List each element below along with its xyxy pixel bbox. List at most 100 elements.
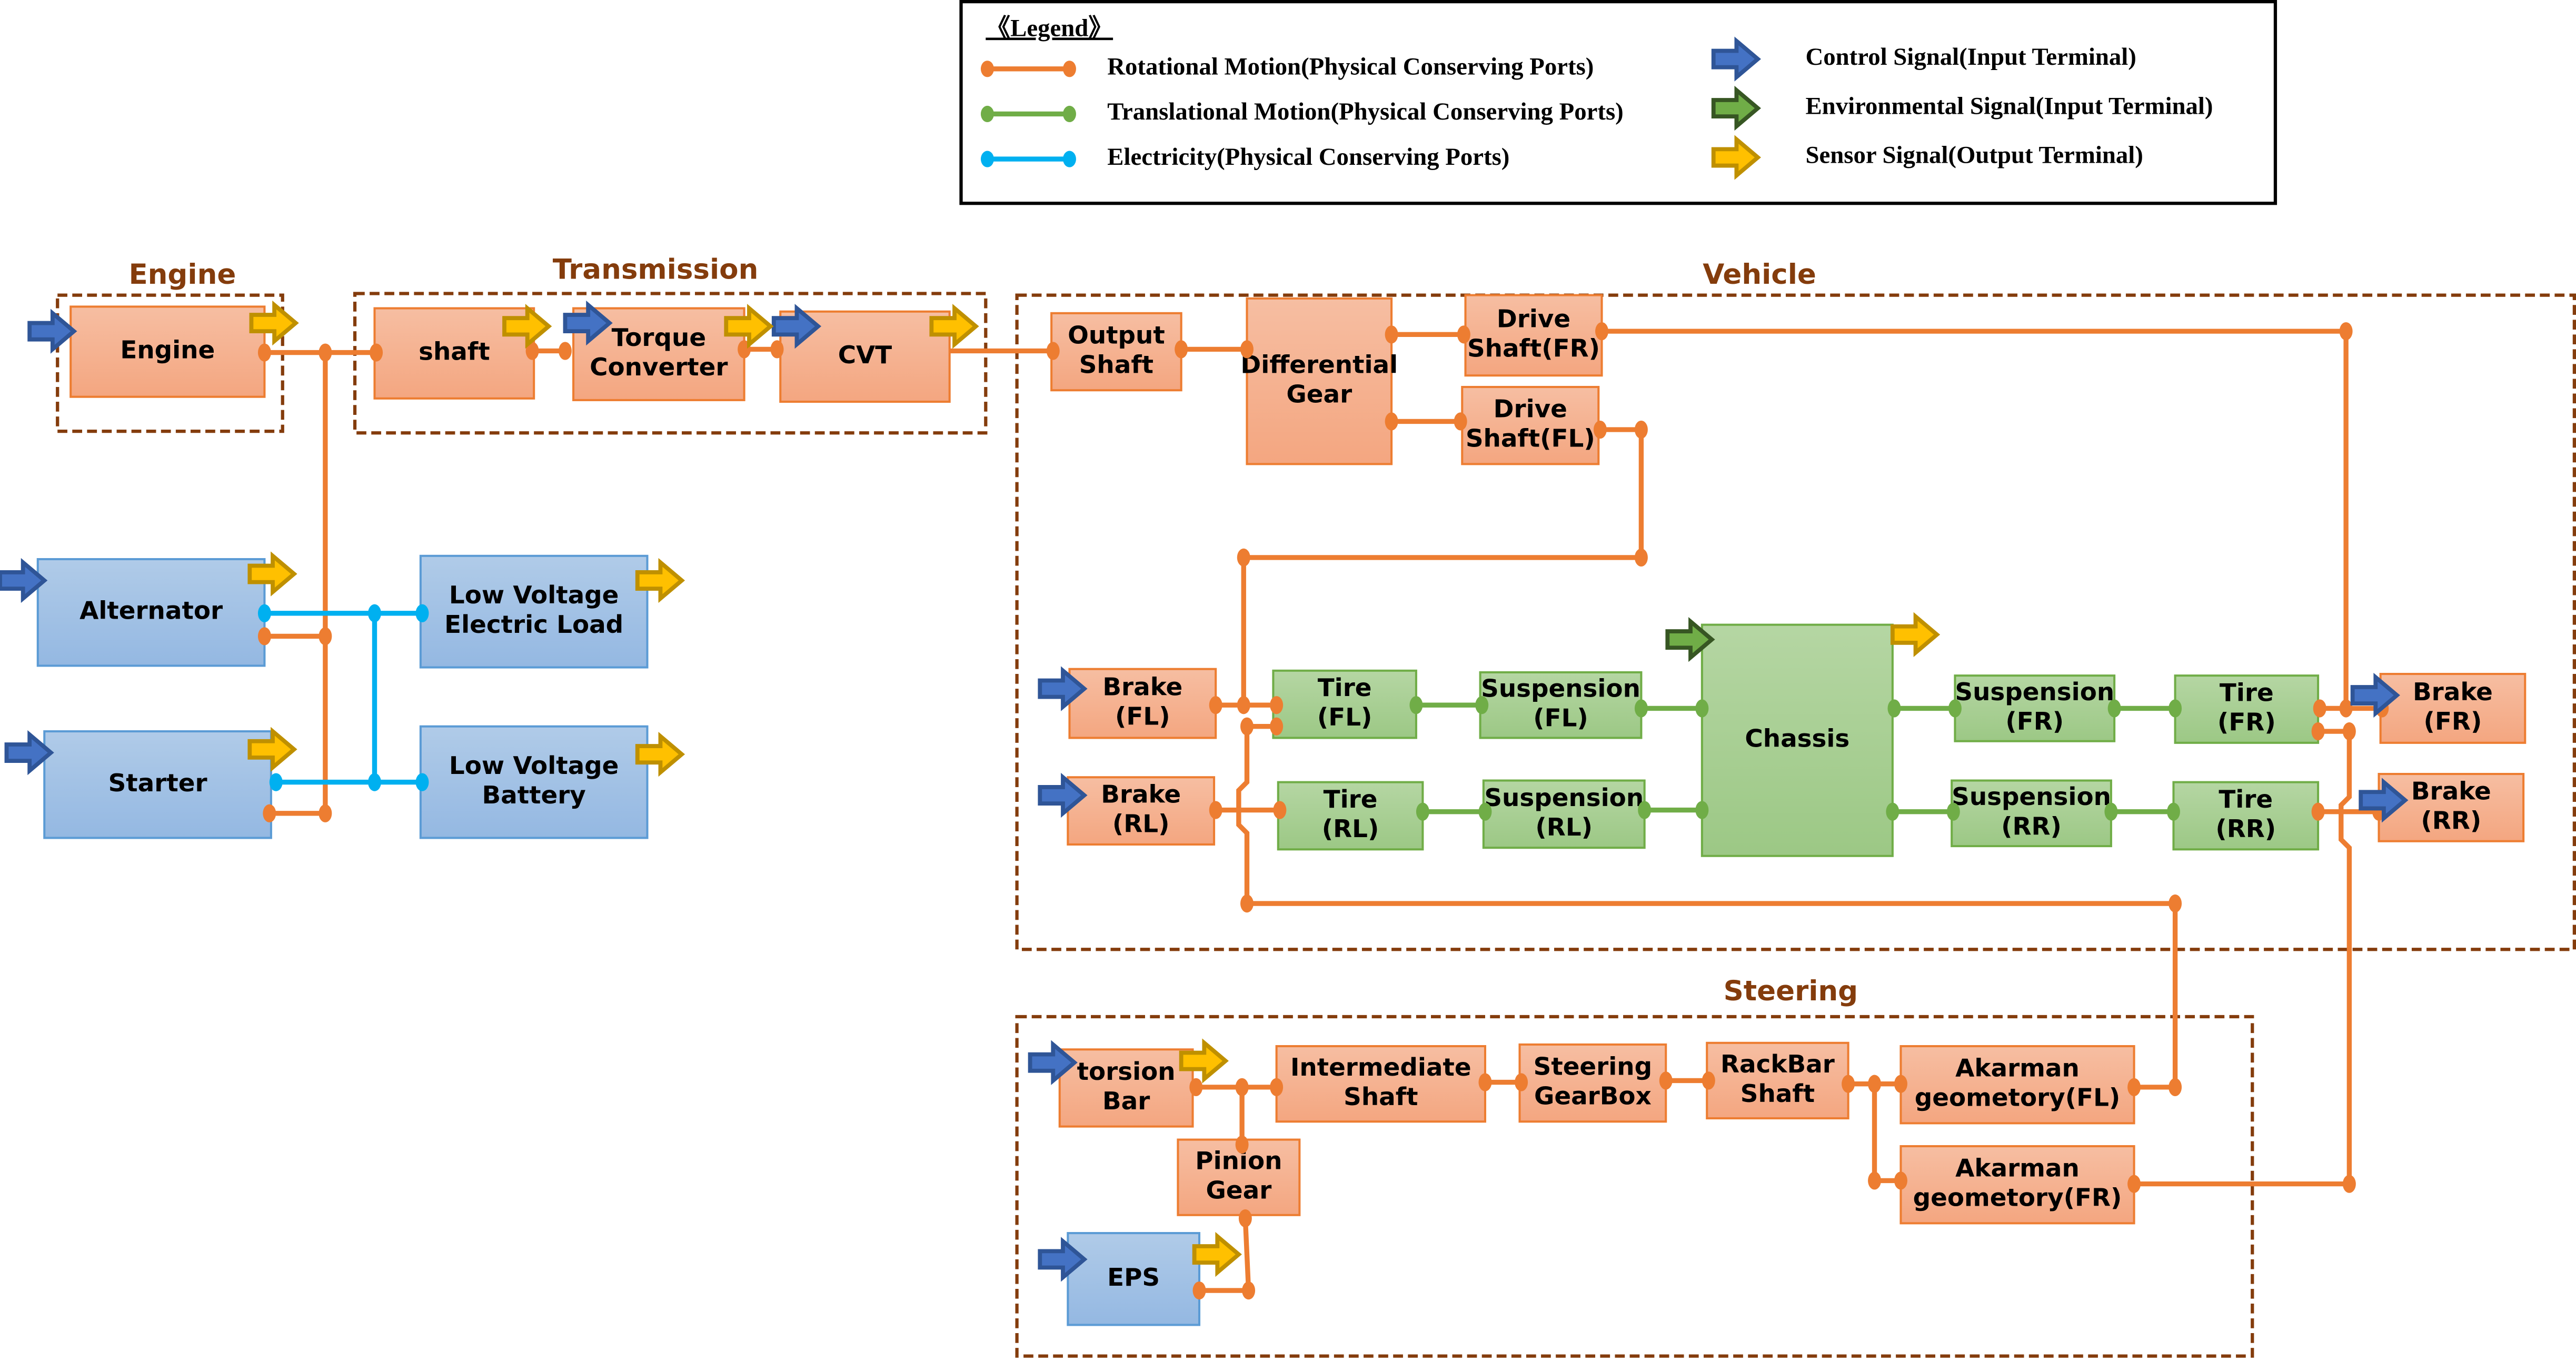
legend-port-icon (1062, 61, 1076, 77)
port-rotational (2127, 1175, 2141, 1193)
block-label: (FL) (1533, 704, 1588, 733)
block-susp-fr: Suspension(FR) (1954, 674, 2116, 742)
port-rotational (525, 342, 539, 360)
block-body (1067, 776, 1216, 846)
port-rotational (1240, 340, 1254, 359)
block-label: Battery (482, 781, 586, 810)
block-label: Brake (2411, 777, 2491, 806)
block-label: shaft (419, 338, 490, 366)
port-rotational (1634, 420, 1648, 439)
block-label: (FR) (2424, 708, 2482, 736)
block-label: (FR) (2217, 709, 2276, 737)
block-label: (RR) (2421, 807, 2481, 835)
legend-item-electric: Electricity(Physical Conserving Ports) (980, 143, 1509, 171)
group-title-steering: Steering (1724, 975, 1858, 1007)
sensor-signal-arrow-icon (929, 304, 979, 349)
block-body (419, 725, 649, 839)
port-translational (1638, 801, 1652, 819)
block-body (1951, 779, 2112, 848)
port-rotational (1270, 696, 1284, 714)
sensor-signal-arrow-icon (635, 731, 685, 777)
port-rotational (1189, 1078, 1203, 1097)
control-signal-arrow-icon (2359, 778, 2409, 823)
port-rotational (263, 804, 276, 822)
legend-item-sensor: Sensor Signal(Output Terminal) (1711, 135, 2143, 180)
legend-port-icon (980, 61, 994, 77)
block-label: Tire (1324, 786, 1378, 814)
group-box-vehicle (1015, 293, 2576, 951)
block-brake-rl: Brake(RL) (1067, 776, 1216, 846)
port-rotational (319, 627, 332, 645)
block-label: Suspension (1952, 783, 2111, 811)
legend-label: Sensor Signal(Output Terminal) (1805, 142, 2143, 169)
port-rotational (1237, 696, 1250, 714)
block-tire-fl: Tire(FL) (1272, 669, 1417, 739)
sensor-signal-arrow-icon (1711, 135, 1762, 180)
legend-label: Electricity(Physical Conserving Ports) (1107, 143, 1509, 171)
sensor-signal-arrow-icon (1890, 612, 1941, 657)
port-translational (1634, 699, 1648, 718)
block-label: Alternator (79, 597, 223, 625)
block-label: Torque (612, 324, 706, 352)
port-rotational (2313, 699, 2326, 718)
group-title-engine: Engine (128, 259, 236, 291)
legend-port-icon (980, 105, 994, 123)
legend-item-rotational: Rotational Motion(Physical Conserving Po… (980, 53, 1594, 81)
block-label: Engine (120, 336, 215, 365)
group-box-engine (56, 293, 284, 433)
port-electric (368, 604, 381, 622)
block-body (1275, 1045, 1486, 1123)
block-label: Converter (590, 353, 728, 382)
control-signal-arrow-icon (27, 309, 77, 354)
port-rotational (2342, 722, 2356, 741)
block-label: Steering (1534, 1053, 1652, 1081)
block-label: Output (1068, 322, 1165, 350)
block-label: Gear (1206, 1177, 1271, 1205)
port-rotational (1192, 1281, 1206, 1300)
port-rotational (1457, 325, 1470, 344)
block-body (1899, 1045, 2135, 1125)
sensor-signal-arrow-icon (502, 304, 552, 349)
block-label: Brake (2413, 678, 2493, 707)
legend-port-icon (1062, 105, 1076, 123)
port-rotational (1046, 342, 1060, 360)
sensor-signal-arrow-icon (1179, 1038, 1229, 1084)
port-translational (1695, 699, 1709, 718)
port-rotational (770, 340, 784, 359)
port-rotational (1868, 1171, 1882, 1190)
port-rotational (1242, 1281, 1256, 1300)
block-label: Brake (1101, 781, 1181, 809)
port-rotational (2169, 894, 2182, 913)
port-translational (1948, 699, 1962, 718)
port-rotational (1175, 340, 1188, 359)
block-label: Chassis (1745, 725, 1849, 753)
block-body (1700, 623, 1894, 857)
block-label: CVT (838, 341, 892, 370)
port-rotational (1385, 412, 1398, 431)
port-rotational (1209, 696, 1222, 714)
environmental-signal-arrow-icon (1665, 617, 1715, 662)
port-translational (1409, 696, 1423, 714)
port-translational (1475, 696, 1489, 714)
block-body (1058, 1048, 1194, 1128)
port-rotational (1235, 1135, 1249, 1154)
port-rotational (1238, 1209, 1252, 1228)
control-signal-arrow-icon (563, 300, 613, 346)
port-rotational (2311, 802, 2325, 821)
block-susp-fl: Suspension(FL) (1479, 671, 1643, 739)
legend-item-env: Environmental Signal(Input Terminal) (1711, 85, 2213, 131)
block-label: Drive (1497, 305, 1570, 333)
block-label: Differential (1240, 351, 1398, 380)
block-label: Low Voltage (449, 752, 619, 780)
block-susp-rr: Suspension(RR) (1951, 779, 2112, 848)
ports (257, 322, 2389, 1300)
environmental-signal-arrow-icon (1711, 85, 1762, 131)
block-label: (FL) (1115, 703, 1170, 731)
block-label: (FR) (2005, 708, 2064, 736)
port-rotational (1478, 1073, 1492, 1091)
